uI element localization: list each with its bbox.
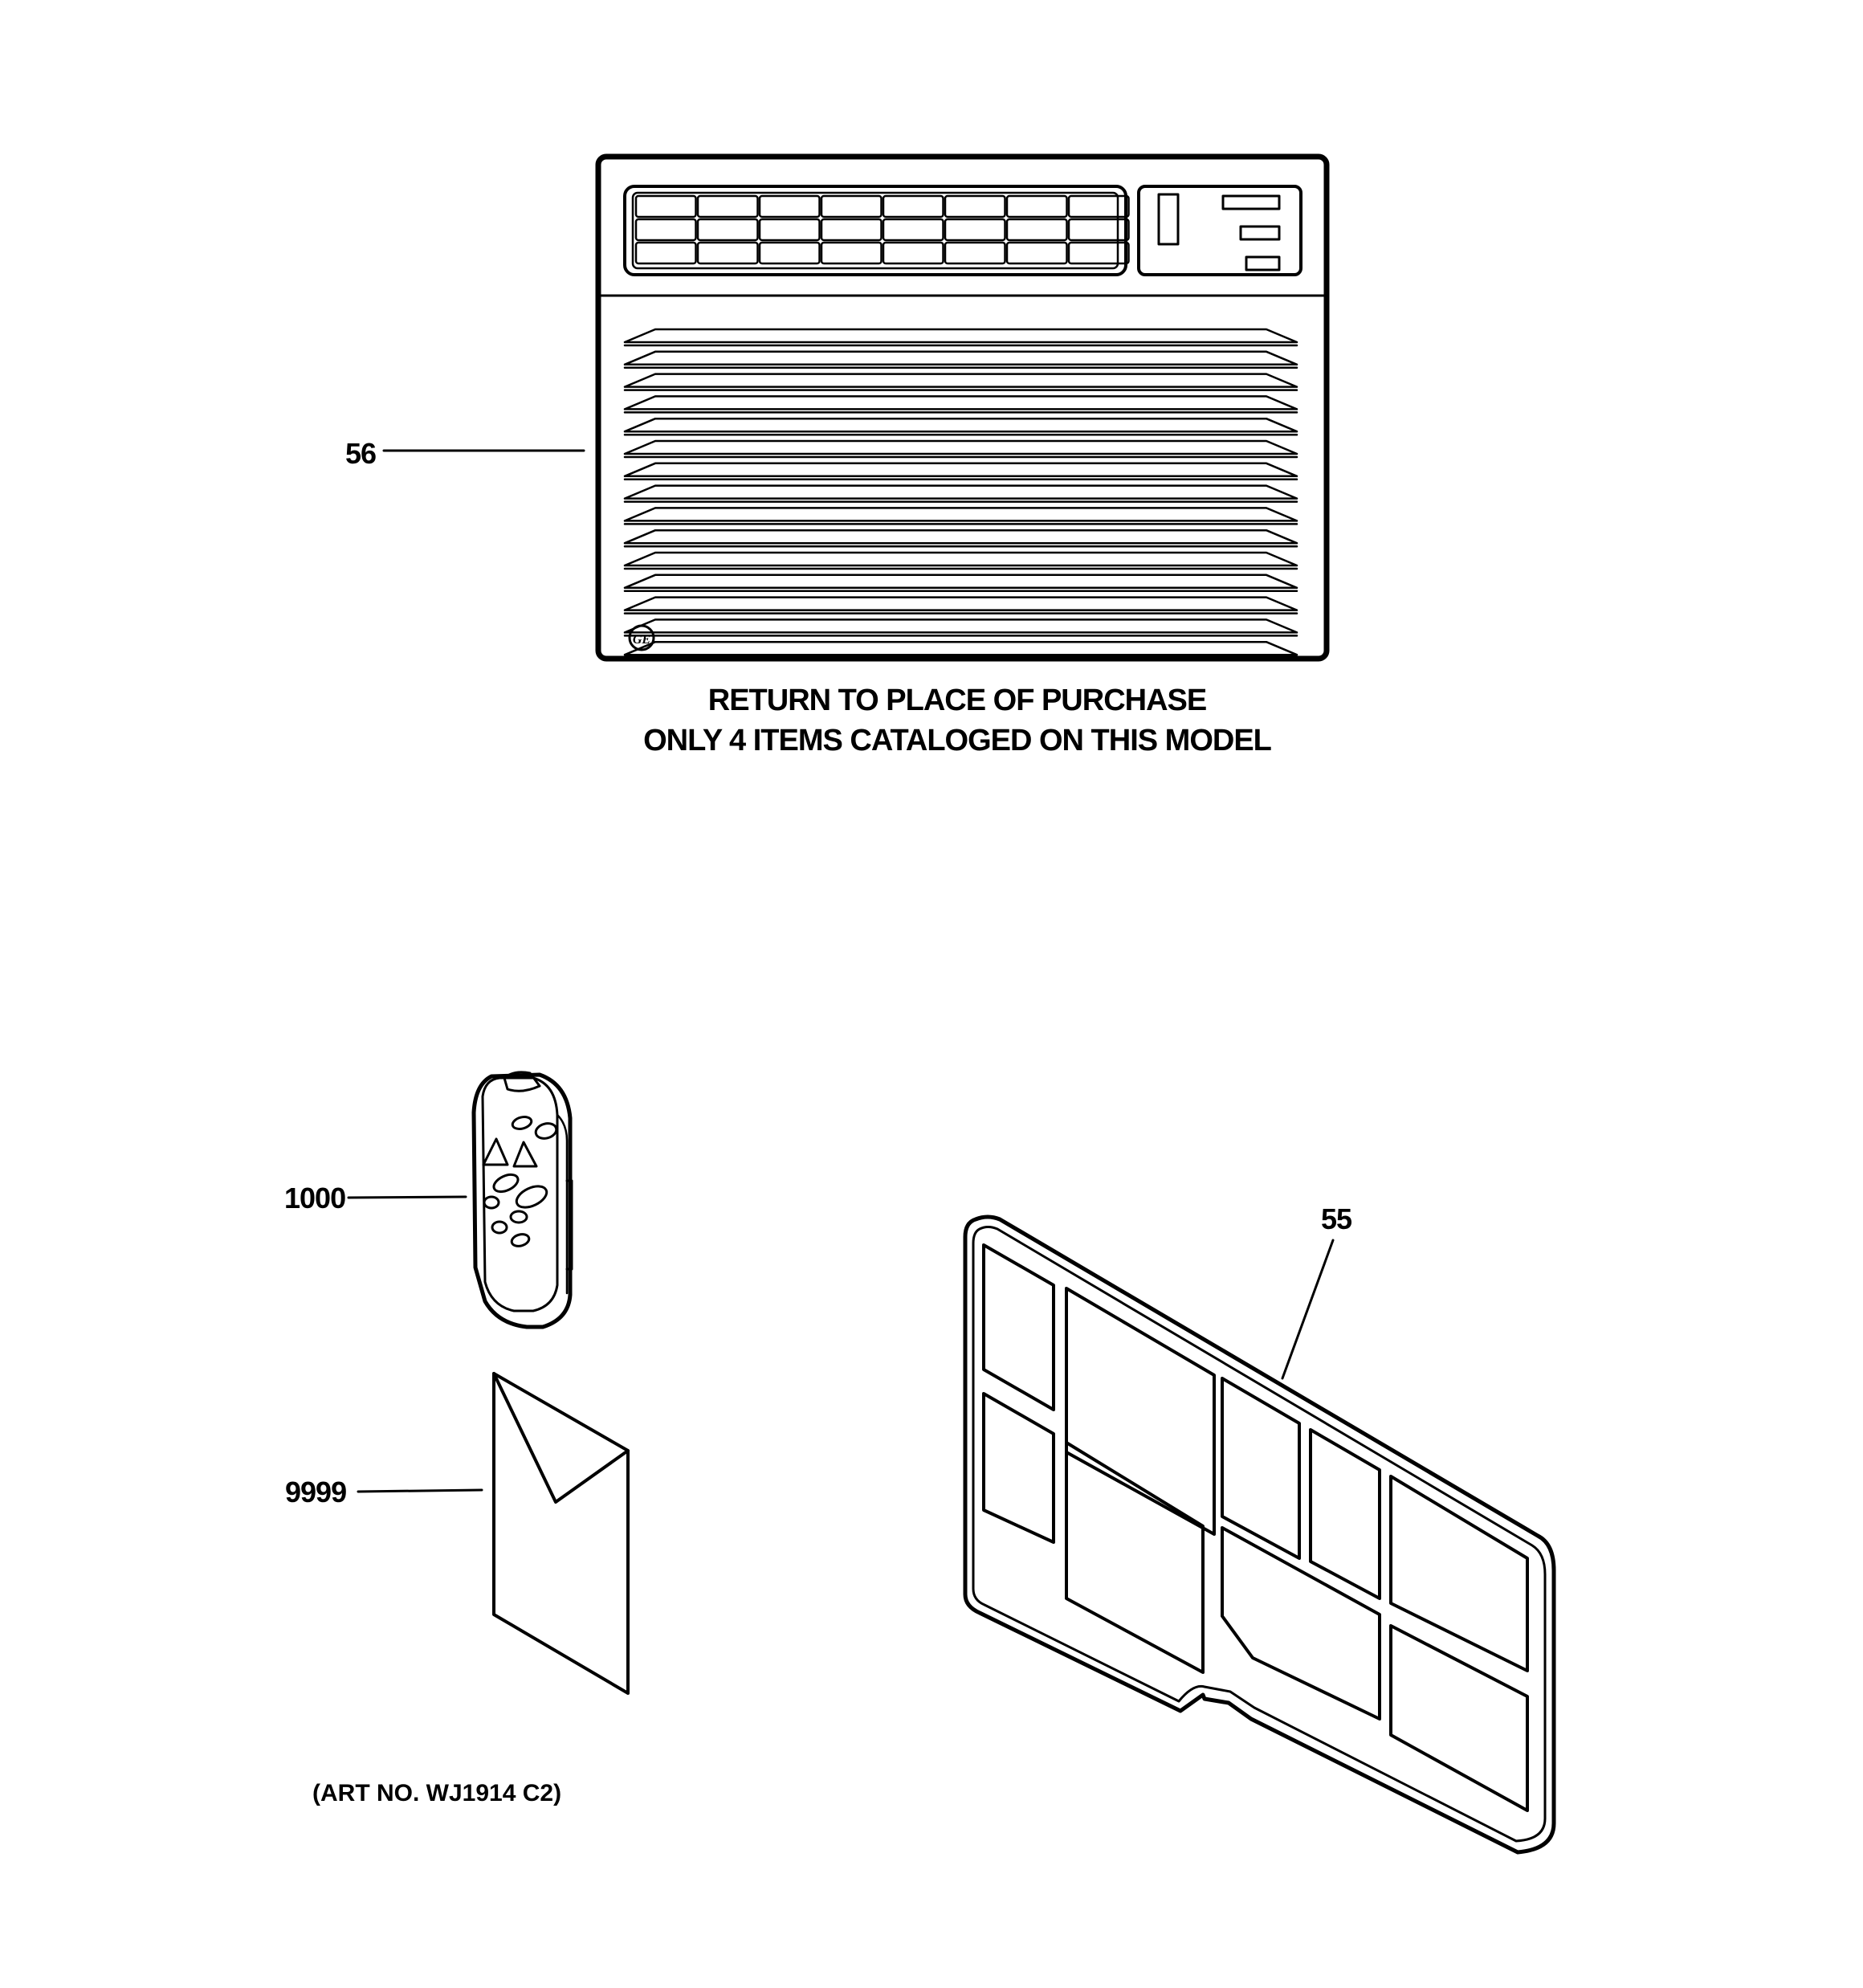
louvre-slat [623,529,1298,548]
louvre-slat [623,373,1298,391]
vent-cell [758,218,821,242]
remote-button [492,1173,520,1194]
louvre-slat [623,417,1298,436]
vent-cell [1005,241,1068,265]
vent-cell [1005,218,1068,242]
callout-label-1000: 1000 [284,1182,345,1214]
remote-button [483,1195,500,1210]
filter-mesh-panels [982,1243,1529,1812]
ac-control-panel [1137,185,1302,276]
ac-display-window [1157,193,1180,246]
remote-button [491,1220,508,1235]
louvre-slat [623,439,1298,459]
louvre-slat [623,596,1298,614]
remote-button [511,1116,533,1130]
ac-louvres [623,328,1298,659]
air-filter[interactable] [963,1214,1556,1855]
vent-cell [944,194,1006,218]
vent-cell [882,241,944,265]
louvre-slat [623,507,1298,525]
callout-label-9999: 9999 [285,1476,346,1508]
vent-cell [820,241,883,265]
callout-56[interactable]: 56 [345,437,585,470]
louvre-slat [623,395,1298,414]
vent-cell [1005,194,1068,218]
vent-cell [820,194,883,218]
vent-cell [696,218,759,242]
remote-up-button [482,1137,509,1166]
louvre-slat [623,640,1298,659]
air-conditioner-front[interactable]: GE [595,153,1330,662]
vent-cell [758,194,821,218]
svg-text:GE: GE [633,633,650,647]
louvre-slat [623,484,1298,503]
caption-line-2: ONLY 4 ITEMS CATALOGED ON THIS MODEL [643,724,1272,757]
louvre-slat [623,350,1298,369]
owners-manual-envelope[interactable] [492,1372,630,1695]
caption-line-1: RETURN TO PLACE OF PURCHASE [708,684,1206,717]
ac-control-button [1221,194,1281,210]
louvre-slat [623,328,1298,347]
callout-1000[interactable]: 1000 [284,1182,467,1214]
vent-cell [634,241,697,265]
callout-9999[interactable]: 9999 [285,1476,483,1508]
ac-outer-case [595,153,1330,662]
ac-control-button [1239,225,1281,241]
louvre-slat [623,551,1298,570]
vent-cell [1067,241,1130,265]
remote-up-button [512,1141,538,1168]
vent-cell [820,218,883,242]
vent-cell [944,241,1006,265]
remote-button [510,1233,531,1247]
vent-cell [634,218,697,242]
remote-button [515,1185,548,1209]
louvre-slat [623,574,1298,593]
callout-55[interactable]: 55 [1281,1202,1353,1380]
remote-button [509,1210,528,1224]
vent-cell [634,194,697,218]
vent-cell [696,241,759,265]
louvre-slat [623,462,1298,481]
callout-label-56: 56 [345,437,376,470]
vent-cell [882,218,944,242]
remote-control[interactable] [471,1071,573,1329]
art-number: (ART NO. WJ1914 C2) [312,1780,561,1806]
ac-control-button [1245,255,1281,271]
vent-cell [696,194,759,218]
vent-cell [944,218,1006,242]
callout-label-55: 55 [1321,1202,1352,1235]
remote-button [534,1122,558,1140]
vent-cell [758,241,821,265]
ac-top-vent-grid [623,185,1130,276]
vent-cell [1067,218,1130,242]
vent-cell [1067,194,1130,218]
ge-logo-icon: GE [628,624,655,651]
vent-cell [882,194,944,218]
louvre-slat [623,618,1298,637]
